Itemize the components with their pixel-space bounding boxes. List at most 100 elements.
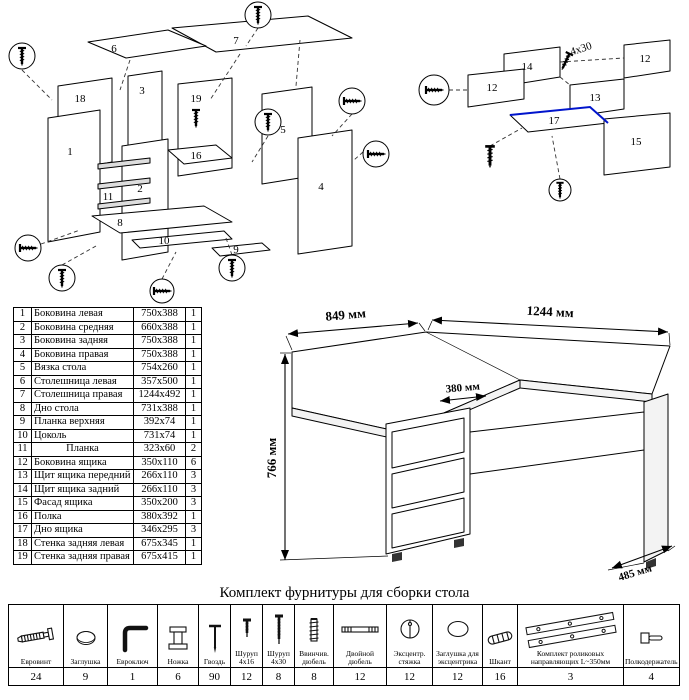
part-name: Цоколь — [31, 428, 134, 443]
hardware-item-qty: 12 — [386, 667, 433, 686]
part-name: Щит ящика задний — [31, 482, 134, 497]
dimension-849: 849 мм — [325, 306, 367, 324]
hardware-item: Заглушка для эксцентрика — [432, 604, 483, 668]
part-qty: 1 — [185, 536, 202, 551]
part-label-7: 7 — [233, 35, 239, 47]
hardware-kit-title: Комплект фурнитуры для сборки стола — [219, 585, 470, 601]
part-size: 750x388 — [133, 334, 186, 349]
part-name: Стенка задняя левая — [31, 536, 134, 551]
hardware-items-row: Евровинт Заглушка Евроключ — [8, 604, 680, 668]
cam-cap-icon — [434, 610, 482, 650]
hardware-item-qty: 12 — [432, 667, 483, 686]
exploded-panels — [47, 15, 353, 261]
hardware-item-qty: 12 — [333, 667, 387, 686]
part-size: 675x345 — [133, 536, 186, 551]
shelf-support-icon — [624, 618, 678, 658]
hardware-item: Эксцентр. стяжка — [386, 604, 433, 668]
part-name: Боковина ящика — [31, 455, 134, 470]
screw-size-label: 4x30 — [569, 40, 594, 58]
hardware-item: Шкант — [482, 604, 518, 668]
hardware-item-qty: 24 — [8, 667, 64, 686]
hardware-item: Гвоздь — [198, 604, 231, 668]
part-size: 675x415 — [133, 550, 186, 565]
hardware-item-label: Ввинчив. дюбель — [299, 648, 329, 666]
part-qty: 1 — [185, 334, 202, 349]
part-label-4: 4 — [318, 181, 324, 193]
part-label-18: 18 — [75, 93, 87, 105]
leg-icon — [159, 618, 198, 658]
hardware-quantities-row: 24 9 1 6 90 12 8 8 12 12 12 16 3 4 — [8, 667, 680, 686]
part-qty: 3 — [185, 469, 202, 484]
cam-lock-icon — [388, 610, 432, 650]
part-number: 14 — [13, 482, 32, 497]
hardware-item-qty: 6 — [157, 667, 199, 686]
callout-screw-icon — [338, 87, 366, 115]
part-label-17: 17 — [549, 115, 561, 127]
hardware-item-qty: 90 — [198, 667, 231, 686]
part-label-16: 16 — [191, 150, 203, 162]
screw-icon — [483, 144, 497, 169]
hardware-item-qty: 1 — [107, 667, 158, 686]
hardware-item-label: Гвоздь — [203, 656, 226, 666]
callout-screw-icon — [362, 140, 390, 168]
part-number: 9 — [13, 415, 32, 430]
part-size: 266x110 — [133, 469, 186, 484]
double-dowel-icon — [335, 610, 386, 650]
part-name: Боковина средняя — [31, 320, 134, 335]
part-qty: 2 — [185, 442, 202, 457]
part-qty: 3 — [185, 523, 202, 538]
part-qty: 1 — [185, 401, 202, 416]
part-label-2: 2 — [137, 183, 143, 195]
part-qty: 1 — [185, 550, 202, 565]
roller-guides-icon — [519, 610, 623, 650]
part-size: 731x74 — [133, 428, 186, 443]
part-name: Планка верхняя — [31, 415, 134, 430]
cap-icon — [65, 618, 107, 658]
drawer-assembly-detail: 12 12 13 14 15 17 4x30 — [418, 39, 671, 202]
dimension-766: 766 мм — [264, 438, 279, 479]
hardware-item-label: Полкодержатель — [625, 656, 678, 666]
part-qty: 3 — [185, 496, 202, 511]
part-size: 754x260 — [133, 361, 186, 376]
part-name: Дно ящика — [31, 523, 134, 538]
part-number: 19 — [13, 550, 32, 565]
part-qty: 1 — [185, 388, 202, 403]
dimension-380: 380 мм — [445, 380, 481, 395]
hardware-item-label: Двойной дюбель — [345, 648, 375, 666]
callout-screw-icon — [548, 178, 572, 202]
part-qty: 1 — [185, 374, 202, 389]
desk-body — [291, 331, 671, 569]
callout-screw-icon — [254, 108, 282, 136]
drawer-panels — [467, 39, 671, 176]
part-qty: 1 — [185, 415, 202, 430]
hardware-item-qty: 4 — [623, 667, 680, 686]
desk-dimensions: 849 мм 1244 мм 766 мм 380 мм 485 мм — [264, 306, 676, 584]
exploded-leader-lines — [21, 27, 364, 280]
part-number: 17 — [13, 523, 32, 538]
part-name: Столешница левая — [31, 374, 134, 389]
hardware-item-label: Эксцентр. стяжка — [393, 648, 426, 666]
part-name: Столешница правая — [31, 388, 134, 403]
part-number: 10 — [13, 428, 32, 443]
callout-screw-icon — [244, 1, 272, 29]
wood-dowel-icon — [484, 618, 517, 658]
part-number: 1 — [13, 307, 32, 322]
part-number: 8 — [13, 401, 32, 416]
drawer-leader-lines — [449, 57, 625, 180]
part-number: 11 — [13, 442, 32, 457]
part-label-12: 12 — [640, 53, 651, 65]
drawer-bottom-highlight — [509, 105, 609, 124]
hardware-item-label: Ножка — [167, 656, 189, 666]
